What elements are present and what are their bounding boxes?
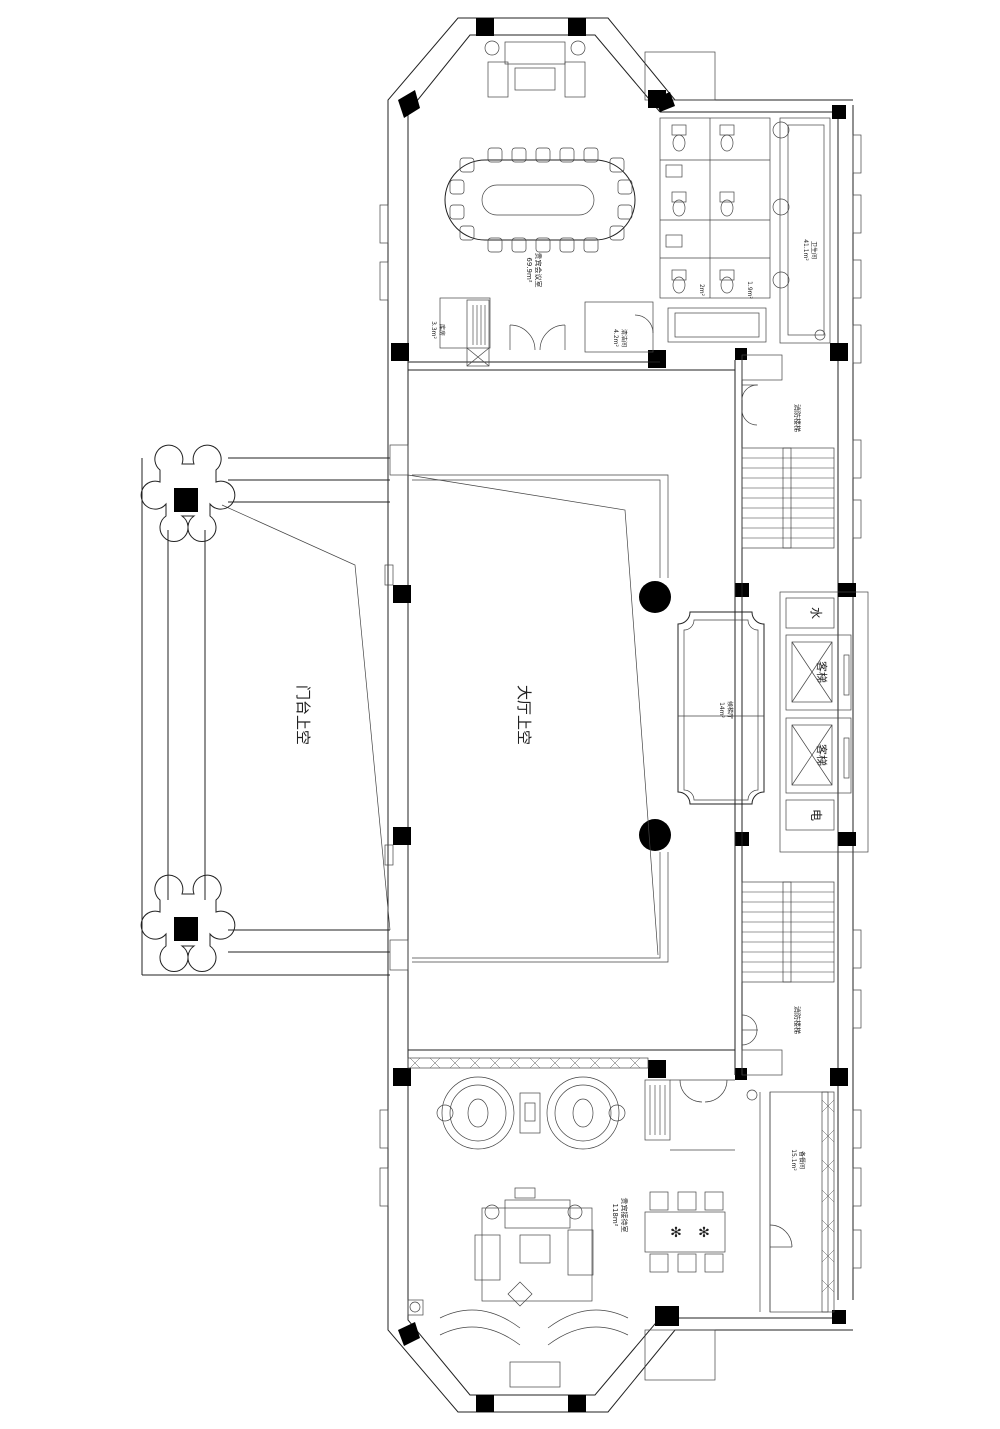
- elevator-lobby-area: 14m²: [718, 702, 725, 718]
- vip-reception-area: 118m²: [611, 1204, 619, 1227]
- stair-treads-upper: [742, 457, 834, 539]
- svg-text:✻: ✻: [670, 1225, 682, 1241]
- meeting-chairs: [449, 147, 633, 253]
- shelf-ticks: [472, 305, 486, 345]
- elevator-b-label: 客梯: [815, 744, 829, 766]
- svg-text:✻: ✻: [698, 1225, 710, 1241]
- stair-upper-label: 消防楼梯: [793, 404, 802, 432]
- porch-void-label: 门台上空: [294, 685, 312, 745]
- hatch-band: [409, 1057, 641, 1069]
- stair-treads-lower: [742, 891, 834, 973]
- pantry-area: 15.1m²: [790, 1149, 797, 1171]
- restroom-area: 41.1m²: [802, 239, 809, 261]
- sinks: [772, 117, 831, 344]
- meeting-room: 贵宾会议室 69.9m² 库房 3.3m² 清洁间 4.2m²: [430, 40, 654, 367]
- cleaning-label: 清洁间: [620, 329, 628, 347]
- meeting-room-area: 69.9m²: [525, 257, 533, 282]
- toilets: [665, 124, 735, 294]
- pantry-label: 备餐间: [798, 1151, 806, 1169]
- structural-columns: [391, 18, 856, 1412]
- elec-shaft-label: 电: [809, 809, 823, 821]
- restroom-label: 卫生间: [810, 241, 818, 259]
- hall-void: 大厅上空: [407, 361, 735, 1051]
- service-core: 消防楼梯 消防楼梯 候梯厅 14m² 水: [677, 354, 869, 1076]
- hall-void-label: 大厅上空: [515, 685, 533, 745]
- water-shaft-label: 水: [809, 607, 823, 619]
- exterior-walls: [379, 17, 862, 1413]
- elevator-a-label: 客梯: [815, 661, 829, 683]
- stair-lower-label: 消防楼梯: [793, 1006, 802, 1034]
- storage-label: 库房: [438, 324, 446, 336]
- cleaning-area: 4.2m²: [612, 329, 619, 347]
- elevator-lobby-label: 候梯厅: [726, 701, 734, 719]
- vip-reception-label: 贵宾接待室: [620, 1198, 629, 1233]
- wc1-area: 2m²: [698, 284, 705, 297]
- meeting-sofa-set: [484, 40, 586, 98]
- vip-reception: ✻ ✻ 贵宾接待室 118m²: [407, 1057, 735, 1388]
- storage-area: 3.3m²: [430, 321, 437, 339]
- pantry: 备餐间 15.1m²: [746, 1089, 835, 1313]
- restrooms: 卫生间 41.1m² 2m² 1.9m²: [659, 117, 831, 344]
- meeting-room-label: 贵宾会议室: [534, 253, 543, 288]
- wc2-area: 1.9m²: [746, 281, 753, 299]
- porch-void: 门台上空: [140, 444, 409, 976]
